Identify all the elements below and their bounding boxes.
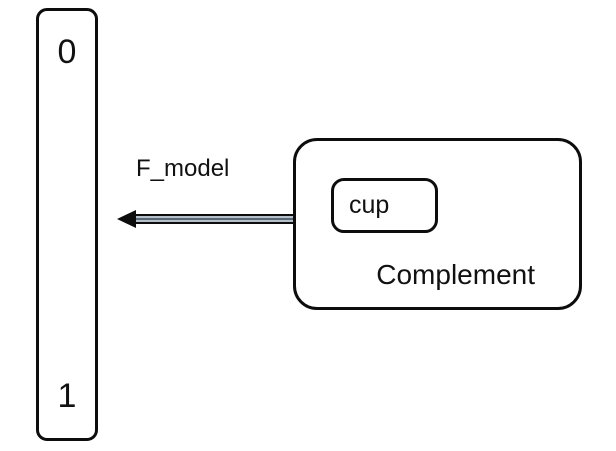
interval-bar: 0 1 [36, 8, 98, 441]
interval-top-label: 0 [57, 33, 77, 71]
arrow-shaft [134, 214, 294, 224]
arrowhead-left-icon [117, 210, 136, 228]
interval-bottom-label: 1 [57, 377, 77, 415]
complement-label: Complement [376, 259, 535, 291]
complement-box: cup Complement [293, 138, 582, 310]
f-model-arrow-label: F_model [136, 155, 230, 182]
cup-label: cup [349, 191, 390, 219]
cup-box: cup [331, 178, 438, 233]
